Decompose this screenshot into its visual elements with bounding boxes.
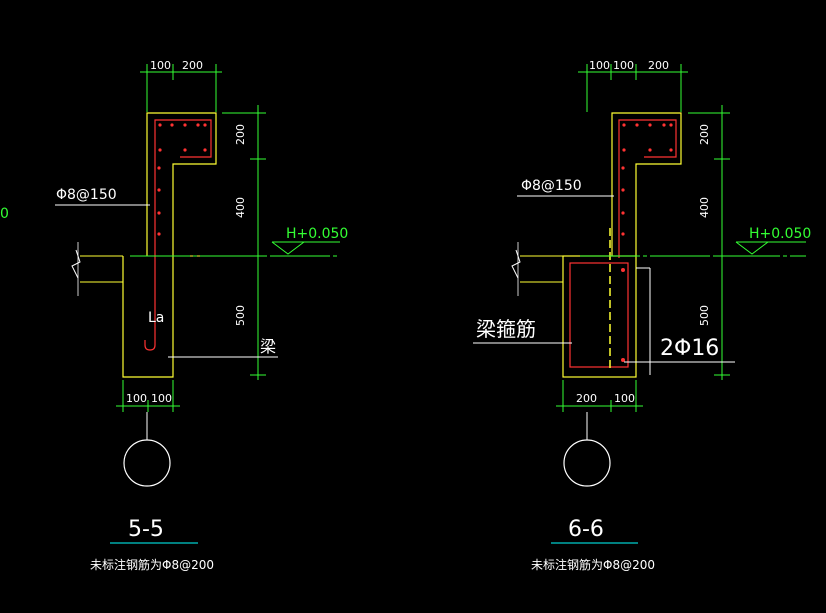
bottom-dim-2: 100 xyxy=(151,392,172,405)
bottom-dim-1: 200 xyxy=(576,392,597,405)
elevation-marker xyxy=(271,241,305,255)
top-dim-2: 200 xyxy=(182,59,203,72)
right-dim-2: 400 xyxy=(698,197,711,218)
top-dim-1: 100 xyxy=(150,59,171,72)
top-dimension xyxy=(140,64,222,112)
elevation-marker xyxy=(735,241,769,255)
right-dim-3: 500 xyxy=(234,305,247,326)
axis-bubble xyxy=(123,439,171,487)
top-dim-3: 200 xyxy=(648,59,669,72)
section-note: 未标注钢筋为Φ8@200 xyxy=(90,557,214,572)
beam-outline xyxy=(562,255,637,378)
right-dim-1: 200 xyxy=(698,124,711,145)
right-dim-1: 200 xyxy=(234,124,247,145)
break-symbol xyxy=(511,249,521,279)
top-dim-1: 100 xyxy=(589,59,610,72)
axis-bubble xyxy=(563,439,611,487)
section-note: 未标注钢筋为Φ8@200 xyxy=(531,557,655,572)
rebar-dots xyxy=(157,123,207,236)
elevation-label: H+0.050 xyxy=(749,226,811,242)
rebar-dots xyxy=(621,123,673,362)
right-dim-3: 500 xyxy=(698,305,711,326)
break-symbol xyxy=(71,249,81,279)
bottom-dimension xyxy=(556,380,643,412)
top-dimension xyxy=(578,64,688,112)
rebar-cage xyxy=(569,119,677,368)
section-title: 6-6 xyxy=(568,517,604,542)
concrete-outline xyxy=(611,112,682,256)
concrete-outline xyxy=(122,112,217,378)
left-edge-fragment: 0 xyxy=(0,206,9,222)
elevation-label: H+0.050 xyxy=(286,226,348,242)
section-5-5: 100 200 200 400 500 xyxy=(55,59,348,572)
bar-label: 2Φ16 xyxy=(660,336,719,361)
rebar-cage xyxy=(144,119,212,351)
section-title: 5-5 xyxy=(128,517,164,542)
anchorage-label: La xyxy=(148,310,164,326)
right-dim-2: 400 xyxy=(234,197,247,218)
bottom-dimension xyxy=(116,380,180,412)
beam-stirrup-label: 梁箍筋 xyxy=(476,317,536,341)
section-6-6: 100 100 200 200 400 500 xyxy=(473,59,811,572)
top-dim-2: 100 xyxy=(613,59,634,72)
beam-label: 梁 xyxy=(260,337,276,356)
stirrup-label: Φ8@150 xyxy=(521,178,582,194)
stirrup-label: Φ8@150 xyxy=(56,187,117,203)
bottom-dim-1: 100 xyxy=(126,392,147,405)
bottom-dim-2: 100 xyxy=(614,392,635,405)
